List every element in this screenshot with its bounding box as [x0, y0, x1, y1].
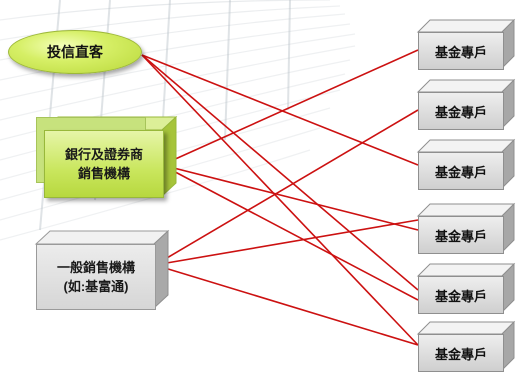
fund-account-label: 基金專戶	[434, 288, 487, 304]
fund-account-node: 基金專戶	[418, 216, 504, 254]
bank-securities-label-line1: 銀行及證券商	[64, 147, 143, 162]
general-sales-label-line1: 一般銷售機構	[56, 260, 135, 275]
fund-account-label: 基金專戶	[434, 228, 487, 244]
general-sales-label-line2: (如:基富通)	[63, 279, 129, 294]
connector-line	[154, 109, 419, 266]
fund-account-node: 基金專戶	[418, 276, 504, 314]
fund-account-label: 基金專戶	[434, 44, 487, 60]
connector-line	[141, 54, 419, 291]
fund-account-node: 基金專戶	[418, 152, 504, 190]
bank-securities-label-line2: 銷售機構	[77, 166, 130, 181]
bank-securities-node: 銀行及證券商 銷售機構	[44, 130, 164, 198]
fund-account-node: 基金專戶	[418, 32, 504, 70]
fund-account-label: 基金專戶	[434, 104, 487, 120]
connector-line	[141, 54, 419, 166]
investment-trust-label: 投信直客	[47, 44, 103, 60]
general-sales-node: 一般銷售機構 (如:基富通)	[36, 244, 156, 310]
connector-line	[141, 54, 419, 346]
fund-account-node: 基金專戶	[418, 92, 504, 130]
connector-line	[154, 264, 419, 346]
fund-account-label: 基金專戶	[434, 164, 487, 180]
fund-account-label: 基金專戶	[434, 346, 487, 362]
fund-account-node: 基金專戶	[418, 334, 504, 372]
investment-trust-direct-node: 投信直客	[8, 30, 142, 74]
connector-line	[161, 49, 419, 166]
connector-line	[161, 164, 419, 301]
connector-line	[161, 164, 419, 231]
connector-line	[154, 219, 419, 266]
